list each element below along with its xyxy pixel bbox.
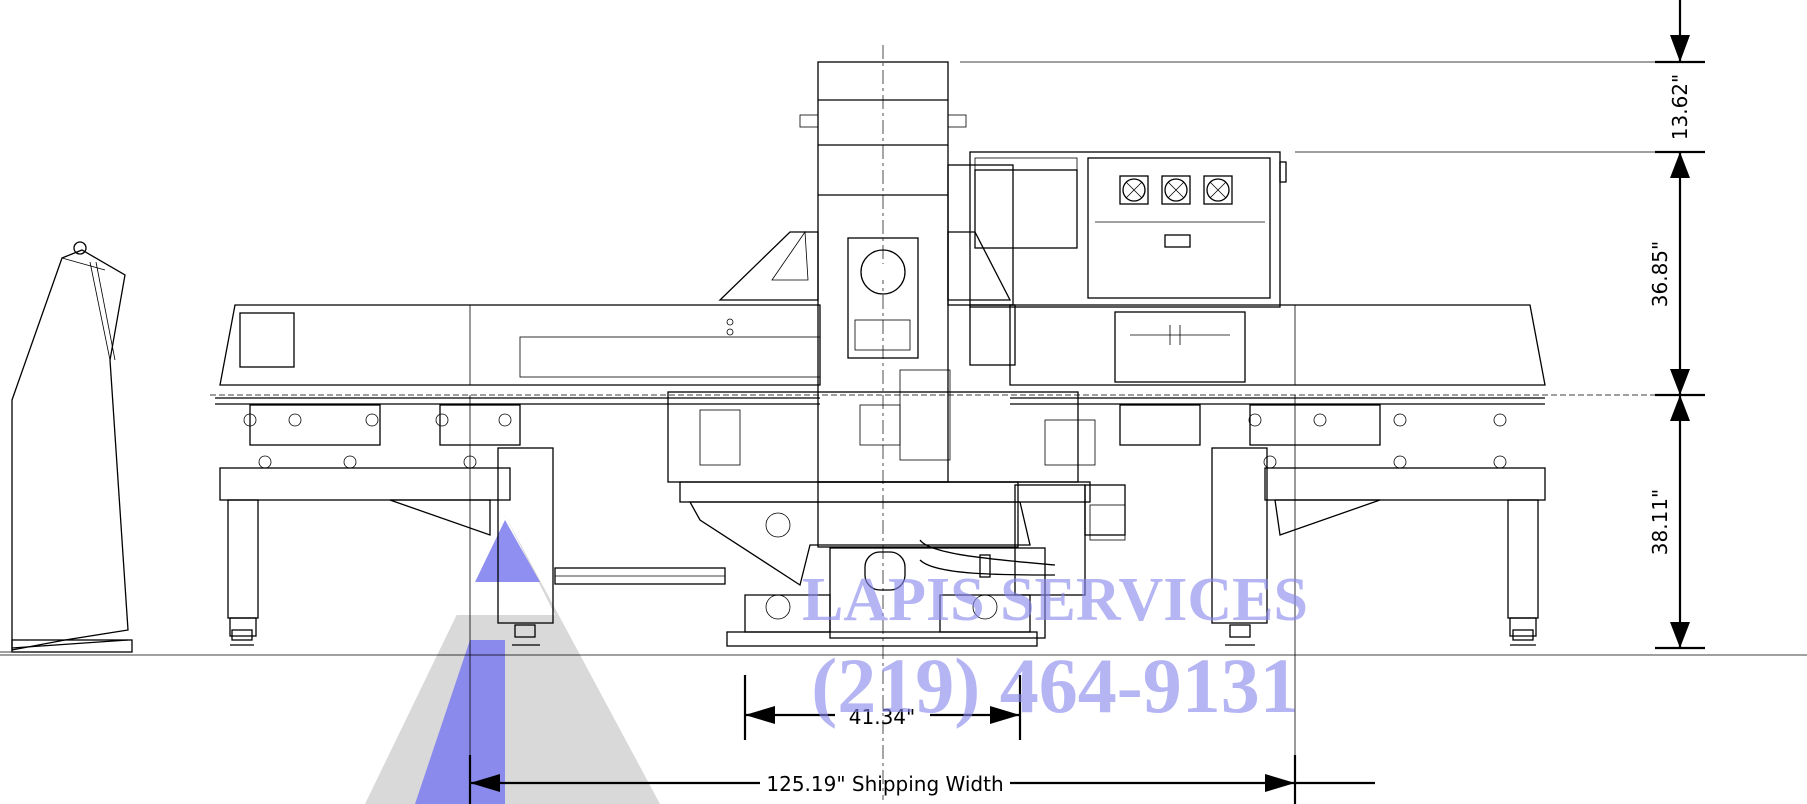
operator-pedestal	[11, 241, 133, 653]
dim-base-width: 41.34"	[849, 705, 915, 729]
dim-shipping-width: 125.19" Shipping Width	[766, 772, 1003, 796]
bolt-details-right	[1248, 413, 1507, 469]
leveling-feet-right	[1225, 624, 1536, 646]
lower-base	[667, 369, 1126, 647]
dim-height-middle: 36.85"	[1648, 241, 1672, 307]
watermark-phone: (219) 464-9131	[811, 642, 1298, 729]
right-table-wing	[1009, 304, 1546, 646]
bolt-details-left	[243, 413, 512, 469]
cooling-fan-icons	[1119, 175, 1233, 205]
leveling-feet-left	[230, 624, 540, 646]
dim-height-bottom: 38.11"	[1648, 489, 1672, 555]
dim-height-top: 13.62"	[1668, 74, 1692, 140]
base-width-dimension	[743, 675, 1022, 740]
left-table-wing	[215, 304, 821, 646]
watermark-company: LAPIS SERVICES	[802, 566, 1308, 634]
height-dimensions	[1655, 0, 1705, 650]
shipping-width-dimension	[468, 395, 1375, 804]
control-cabinet	[969, 151, 1287, 308]
central-column	[718, 61, 1078, 483]
watermark-triangle-logo	[365, 515, 660, 804]
